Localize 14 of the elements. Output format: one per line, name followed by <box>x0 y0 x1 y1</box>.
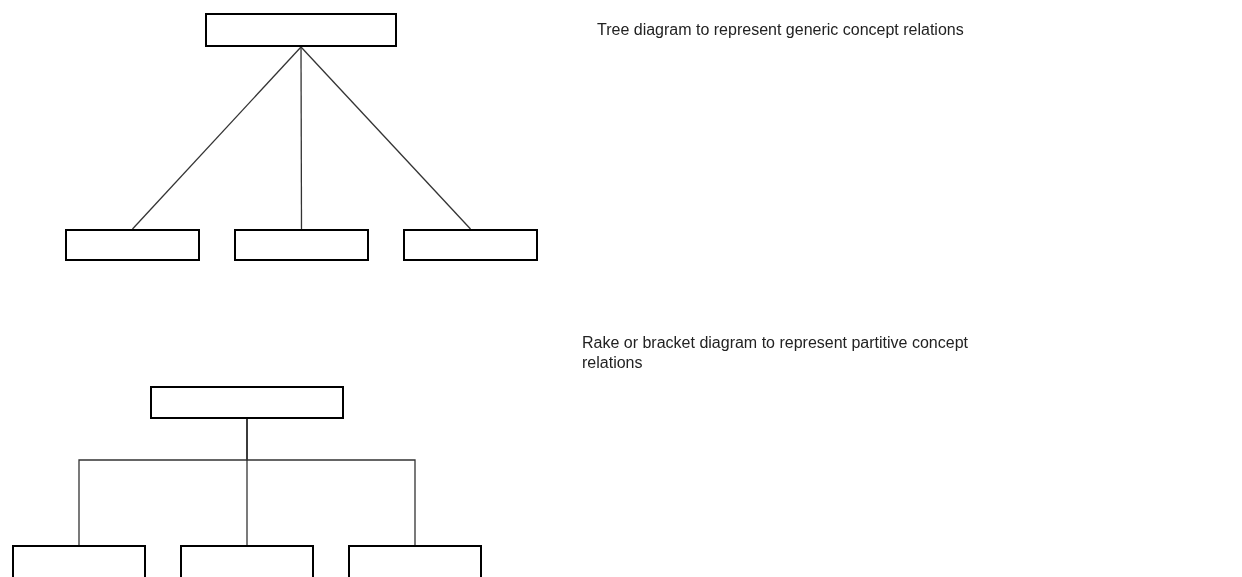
empty-box <box>348 545 482 577</box>
caption-text: Tree diagram to represent generic concept relations <box>597 20 964 40</box>
caption-text: Rake or bracket diagram to represent partitive concept relations <box>582 333 969 373</box>
empty-box <box>150 386 344 419</box>
empty-box <box>65 229 200 261</box>
empty-box <box>205 13 397 47</box>
empty-box <box>234 229 369 261</box>
connector-line <box>300 46 303 230</box>
connector-line <box>300 46 472 230</box>
bracket-line <box>246 418 416 546</box>
connector-line <box>131 46 302 230</box>
empty-box <box>403 229 538 261</box>
empty-box <box>180 545 314 577</box>
empty-box <box>12 545 146 577</box>
